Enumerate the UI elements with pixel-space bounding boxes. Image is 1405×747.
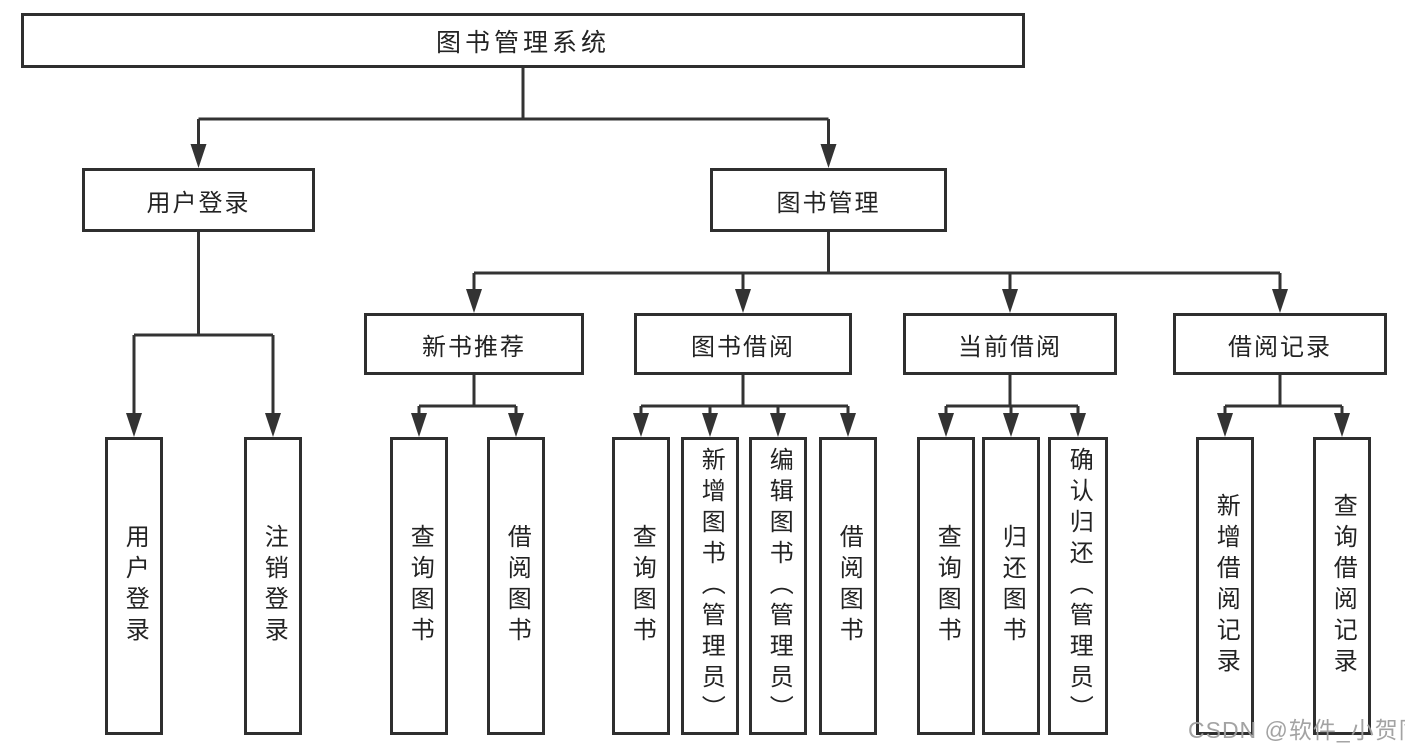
node-user-login-leaf-label: 用户登录 [121, 524, 149, 648]
node-current-borrow-label: 当前借阅 [958, 333, 1062, 361]
connector-user-login-group [132, 232, 275, 417]
node-borrow-records: 借阅记录 [1173, 313, 1387, 375]
node-confirm-return-admin: 确认归还（管理员） [1048, 437, 1108, 735]
node-current-borrow: 当前借阅 [903, 313, 1117, 375]
node-query-borrow-record: 查询借阅记录 [1313, 437, 1371, 735]
node-new-book-recommend: 新书推荐 [364, 313, 584, 375]
watermark: CSDN @软件_小贺同学 [1188, 717, 1405, 743]
node-recommend-query-books: 查询图书 [390, 437, 448, 735]
node-borrow-query-books-label: 查询图书 [628, 524, 656, 648]
node-edit-book-admin-label: 编辑图书（管理员） [765, 446, 793, 726]
node-borrow-records-label: 借阅记录 [1228, 333, 1332, 361]
node-book-borrow: 图书借阅 [634, 313, 852, 375]
node-add-book-admin-label: 新增图书（管理员） [697, 446, 725, 726]
connector-current-group [944, 375, 1080, 417]
connector-borrow-group [639, 375, 850, 417]
node-borrow-query-books: 查询图书 [612, 437, 670, 735]
node-borrow-borrow-books-label: 借阅图书 [835, 524, 863, 648]
node-recommend-borrow-books-label: 借阅图书 [503, 524, 531, 648]
node-new-book-recommend-label: 新书推荐 [422, 333, 526, 361]
arrowheads [126, 144, 1350, 437]
node-logout-label: 注销登录 [260, 524, 288, 648]
node-borrow-borrow-books: 借阅图书 [819, 437, 877, 735]
node-library-system: 图书管理系统 [21, 13, 1025, 68]
node-recommend-borrow-books: 借阅图书 [487, 437, 545, 735]
node-logout: 注销登录 [244, 437, 302, 735]
node-add-borrow-record: 新增借阅记录 [1196, 437, 1254, 735]
node-confirm-return-admin-label: 确认归还（管理员） [1065, 446, 1093, 726]
connector-records-group [1223, 375, 1344, 417]
node-return-books-label: 归还图书 [998, 524, 1026, 648]
connector-book-management-group [472, 232, 1282, 293]
node-add-borrow-record-label: 新增借阅记录 [1212, 493, 1240, 679]
node-current-query-books: 查询图书 [917, 437, 975, 735]
node-book-management: 图书管理 [710, 168, 947, 232]
node-user-login-leaf: 用户登录 [105, 437, 163, 735]
connector-recommend-group [417, 375, 518, 417]
node-user-login-label: 用户登录 [146, 189, 251, 217]
node-query-borrow-record-label: 查询借阅记录 [1329, 493, 1357, 679]
node-book-borrow-label: 图书借阅 [691, 333, 795, 361]
node-current-query-books-label: 查询图书 [933, 524, 961, 648]
node-add-book-admin: 新增图书（管理员） [681, 437, 739, 735]
connector-root-to-level2 [197, 68, 830, 148]
node-return-books: 归还图书 [982, 437, 1040, 735]
node-book-management-label: 图书管理 [776, 189, 881, 217]
node-user-login: 用户登录 [82, 168, 315, 232]
node-recommend-query-books-label: 查询图书 [406, 524, 434, 648]
node-edit-book-admin: 编辑图书（管理员） [749, 437, 807, 735]
node-library-system-label: 图书管理系统 [435, 28, 610, 57]
